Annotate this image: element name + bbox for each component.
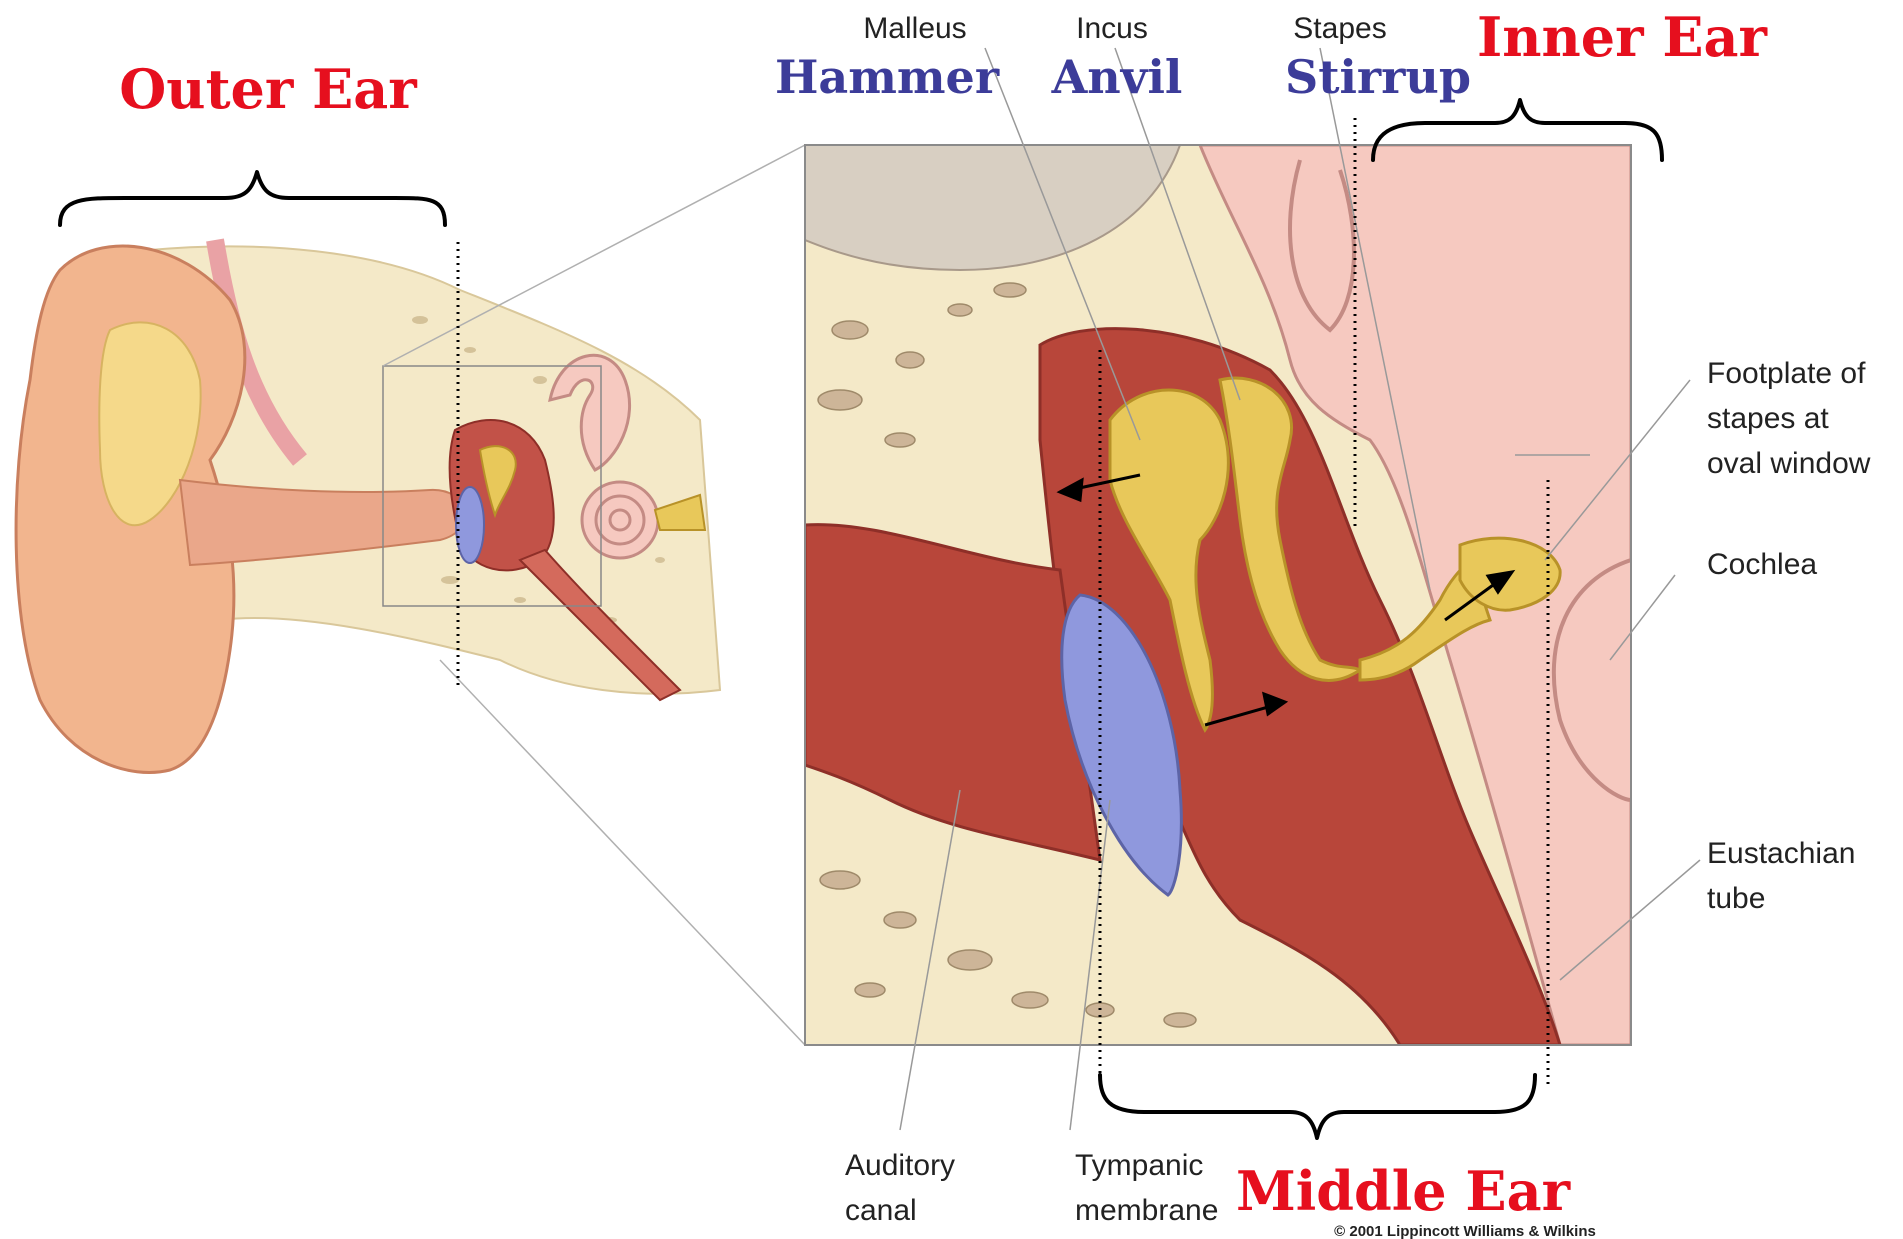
svg-text:oval window: oval window <box>1707 447 1871 480</box>
outer-ear-bracket <box>60 172 445 225</box>
auditory-canal-label: Auditory canal <box>845 1149 955 1227</box>
middle-ear-label: Middle Ear <box>1236 1159 1571 1223</box>
cochlea-mini <box>582 482 658 558</box>
outer-ear-label: Outer Ear <box>119 57 417 121</box>
copyright-notice: © 2001 Lippincott Williams & Wilkins <box>1334 1223 1596 1239</box>
outer-ear-illustration <box>16 240 720 772</box>
svg-text:membrane: membrane <box>1075 1194 1218 1227</box>
svg-text:Auditory: Auditory <box>845 1149 955 1182</box>
anvil-label: Anvil <box>1051 50 1183 104</box>
incus-label: Incus <box>1076 12 1148 45</box>
svg-text:Eustachian: Eustachian <box>1707 837 1855 870</box>
projection-line-bottom <box>440 660 805 1045</box>
hammer-label: Hammer <box>775 50 1000 104</box>
svg-text:stapes at: stapes at <box>1707 402 1829 435</box>
middle-ear-detail <box>805 145 1631 1045</box>
tympanic-membrane-label: Tympanic membrane <box>1075 1149 1218 1227</box>
eustachian-tube-label: Eustachian tube <box>1707 837 1855 915</box>
cochlea-label: Cochlea <box>1707 548 1817 581</box>
middle-ear-bracket <box>1100 1075 1535 1138</box>
stirrup-label: Stirrup <box>1285 50 1471 104</box>
projection-line-top <box>383 145 805 366</box>
eardrum-mini <box>456 487 484 563</box>
footplate-label: Footplate of stapes at oval window <box>1707 357 1871 480</box>
svg-text:Tympanic: Tympanic <box>1075 1149 1203 1182</box>
svg-text:tube: tube <box>1707 882 1765 915</box>
inner-ear-label: Inner Ear <box>1477 5 1768 69</box>
svg-text:canal: canal <box>845 1194 917 1227</box>
svg-text:Footplate of: Footplate of <box>1707 357 1866 390</box>
malleus-label: Malleus <box>863 12 966 45</box>
stapes-label: Stapes <box>1293 12 1386 45</box>
